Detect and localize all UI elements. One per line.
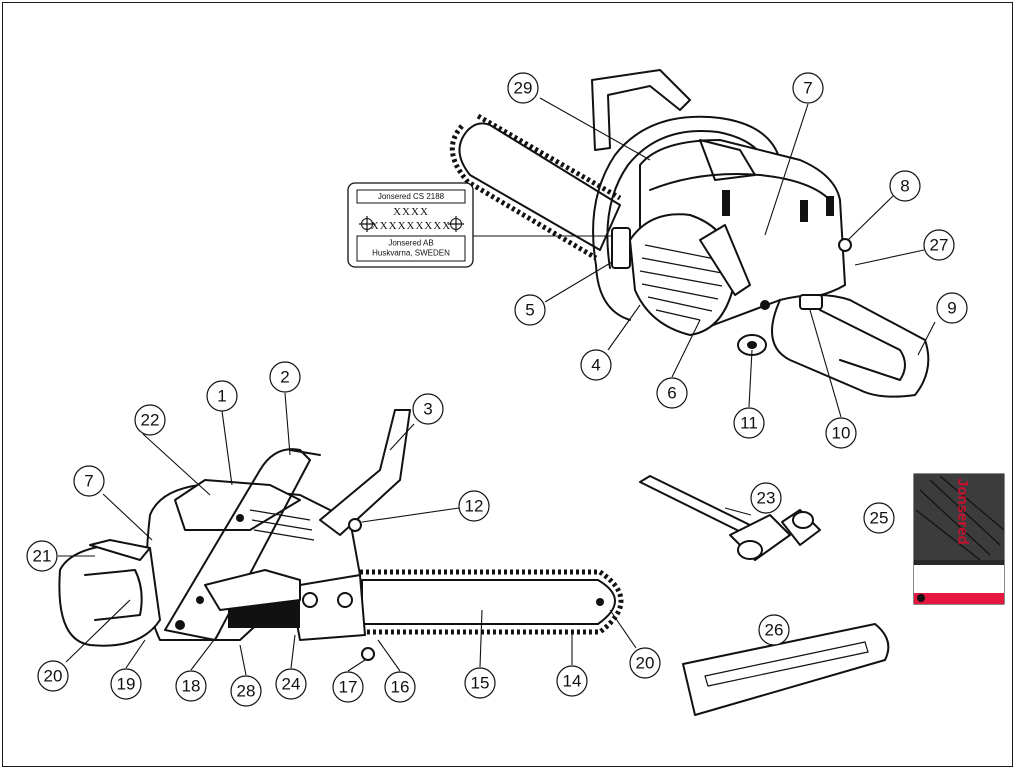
- callouts: 1 2 3 4 5 6 7 7 8 9 10 11 12 14 15 16 17…: [26, 72, 968, 707]
- svg-text:3: 3: [423, 400, 432, 419]
- callout-1: 1: [206, 380, 238, 412]
- callout-15: 15: [464, 667, 496, 699]
- svg-text:22: 22: [141, 411, 160, 430]
- callout-16: 16: [384, 671, 416, 703]
- svg-text:10: 10: [832, 424, 851, 443]
- svg-text:4: 4: [591, 356, 600, 375]
- svg-text:16: 16: [391, 678, 410, 697]
- svg-text:1: 1: [217, 387, 226, 406]
- svg-text:27: 27: [930, 236, 949, 255]
- leader-lines: [58, 97, 936, 676]
- plate-address: Huskvarna, SWEDEN: [372, 249, 450, 258]
- callout-4: 4: [580, 349, 612, 381]
- callout-27: 27: [923, 229, 955, 261]
- chainsaw-side-view: [58, 409, 624, 661]
- svg-text:28: 28: [237, 682, 256, 701]
- svg-text:2: 2: [280, 368, 289, 387]
- plate-code-1: XXXX: [393, 206, 429, 218]
- plate-screw-left: [359, 216, 375, 232]
- plate-code-2: XXXXXXXXX: [371, 220, 452, 232]
- plate-maker: Jonsered AB: [388, 239, 433, 248]
- callout-20-bar: 20: [629, 647, 661, 679]
- svg-text:11: 11: [740, 414, 758, 433]
- callout-14: 14: [556, 665, 588, 697]
- serial-plate: Jonsered CS 2188 XXXX XXXXXXXXX Jonsered…: [347, 182, 612, 268]
- manual-red-band: [914, 593, 1004, 604]
- callout-28: 28: [230, 675, 262, 707]
- svg-text:23: 23: [757, 489, 776, 508]
- callout-26: 26: [758, 614, 790, 646]
- svg-text:12: 12: [465, 497, 484, 516]
- callout-22: 22: [134, 404, 166, 436]
- callout-11: 11: [733, 407, 765, 439]
- svg-text:20: 20: [44, 667, 63, 686]
- svg-text:7: 7: [84, 472, 93, 491]
- svg-text:8: 8: [900, 177, 909, 196]
- callout-6: 6: [656, 377, 688, 409]
- callout-29: 29: [507, 72, 539, 104]
- callout-18: 18: [175, 670, 207, 702]
- bar-guard: [682, 623, 890, 716]
- callout-10: 10: [825, 417, 857, 449]
- callout-17: 17: [332, 671, 364, 703]
- svg-text:15: 15: [471, 674, 490, 693]
- callout-24: 24: [275, 668, 307, 700]
- callout-5: 5: [514, 294, 546, 326]
- svg-text:26: 26: [765, 621, 784, 640]
- manual-brand: Jonsered: [954, 478, 971, 545]
- callout-2: 2: [269, 361, 301, 393]
- svg-text:6: 6: [667, 384, 676, 403]
- svg-text:14: 14: [563, 672, 582, 691]
- svg-text:7: 7: [803, 79, 812, 98]
- callout-21: 21: [26, 540, 58, 572]
- callout-8: 8: [889, 170, 921, 202]
- callout-19: 19: [110, 668, 142, 700]
- svg-text:29: 29: [514, 79, 533, 98]
- plate-model: Jonsered CS 2188: [378, 192, 445, 201]
- svg-text:17: 17: [339, 678, 358, 697]
- callout-23: 23: [750, 482, 782, 514]
- svg-text:5: 5: [525, 301, 534, 320]
- combination-spanner: [639, 475, 821, 561]
- operators-manual: Jonsered: [913, 473, 1005, 605]
- callout-7-top: 7: [792, 72, 824, 104]
- callout-3: 3: [412, 393, 444, 425]
- callout-7-side: 7: [73, 465, 105, 497]
- svg-text:19: 19: [117, 675, 136, 694]
- chainsaw-top-view: [449, 69, 930, 398]
- callout-20-side: 20: [37, 660, 69, 692]
- callout-9: 9: [936, 292, 968, 324]
- plate-screw-right: [448, 216, 464, 232]
- svg-text:20: 20: [636, 654, 655, 673]
- callout-25: 25: [863, 502, 895, 534]
- svg-text:24: 24: [282, 675, 301, 694]
- svg-text:18: 18: [182, 677, 201, 696]
- callout-12: 12: [458, 490, 490, 522]
- svg-text:21: 21: [33, 547, 52, 566]
- svg-text:9: 9: [947, 299, 956, 318]
- svg-text:25: 25: [870, 509, 889, 528]
